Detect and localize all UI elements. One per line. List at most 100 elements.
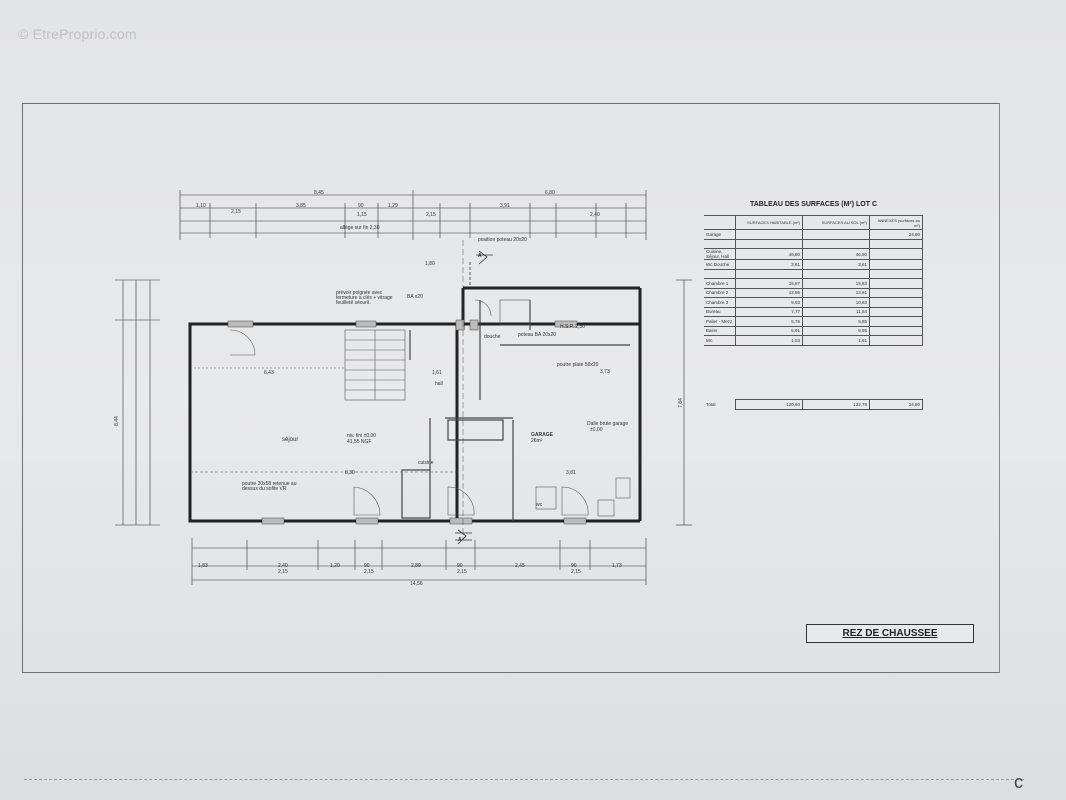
- room-hall: hall: [435, 381, 443, 387]
- surfaces-table: SURFACES HABITABLE (m²) SURFACES AU SOL …: [704, 215, 923, 346]
- row-habitable: [735, 268, 803, 279]
- room-garage-area: 26m²: [531, 438, 543, 444]
- dim-bottom-8b: 2,15: [571, 569, 581, 575]
- table-row: Garage 24,80: [704, 229, 923, 240]
- dim-e: 1,29: [388, 203, 398, 209]
- table-header-annexes: ANNEXES (surfaces au m²): [869, 215, 923, 230]
- room-garage: GARAGE: [531, 432, 553, 438]
- dim-bottom-5: 2,89: [411, 563, 421, 569]
- row-habitable: 1,53: [735, 335, 803, 346]
- total-label: Total: [706, 401, 716, 407]
- section-marker-top: A: [478, 253, 482, 259]
- room-wc: wc: [536, 502, 543, 508]
- note-niveau-ngf: 41,55 NGF: [347, 439, 372, 445]
- dim-bottom-9: 1,73: [612, 563, 622, 569]
- note-poteau-ba: poteau BA 20x20: [518, 332, 557, 338]
- dim-bottom-4b: 2,15: [364, 569, 374, 575]
- row-sol: 15,83: [802, 278, 870, 289]
- row-annexes: [869, 259, 923, 270]
- surfaces-total-table: Total 120,93 122,78 24,80: [704, 399, 923, 410]
- row-annexes: [869, 306, 923, 317]
- row-sol: 10,83: [802, 297, 870, 308]
- row-label: Wc: [704, 335, 736, 346]
- dim-bottom-2: 2,40: [278, 563, 288, 569]
- row-label: Cuisine, Séjour, Hall: [704, 248, 736, 260]
- note-dalle-garage: Dalle brute garage: [587, 421, 629, 427]
- room-sejour: séjour: [282, 437, 299, 443]
- dim-bottom-4: 90: [364, 563, 370, 569]
- row-label: Wc Douche: [704, 259, 736, 270]
- dim-g: 2,40: [590, 212, 600, 218]
- section-marker-bottom: A: [458, 537, 462, 543]
- dim-bottom-2b: 2,15: [278, 569, 288, 575]
- room-cuisine: cuisine: [418, 460, 434, 466]
- row-habitable: 3,61: [735, 259, 803, 270]
- row-label: Bains: [704, 325, 736, 336]
- row-label: [704, 238, 736, 249]
- row-habitable: 5,76: [735, 316, 803, 327]
- dim-b: 2,15: [231, 209, 241, 215]
- row-habitable: 15,87: [735, 278, 803, 289]
- sheet-title: REZ DE CHAUSSEE: [806, 624, 974, 643]
- dim-interior-2: 1,61: [432, 370, 442, 376]
- dim-interior-5: 3,81: [566, 470, 576, 476]
- row-label: Chambre 1: [704, 278, 736, 289]
- row-sol: 13,81: [802, 287, 870, 298]
- row-label: Chambre 3: [704, 297, 736, 308]
- table-title: TABLEAU DES SURFACES (M²) LOT C: [750, 201, 878, 208]
- dim-a: 1,10: [196, 203, 206, 209]
- note-ba-20: BA x20: [407, 294, 423, 300]
- row-sol: 1,61: [802, 335, 870, 346]
- note-position-poteau: position poteau 20x20: [478, 237, 527, 243]
- dim-interior-4: 8,30: [345, 470, 355, 476]
- table-header-blank: [704, 215, 736, 230]
- table-row: [704, 238, 923, 249]
- row-habitable: [735, 229, 803, 240]
- row-sol: 5,85: [802, 316, 870, 327]
- row-sol: [802, 229, 870, 240]
- row-annexes: [869, 297, 923, 308]
- row-sol: [802, 268, 870, 279]
- dim-bottom-3: 1,20: [330, 563, 340, 569]
- row-annexes: [869, 335, 923, 346]
- row-label: Garage: [704, 229, 736, 240]
- total-habitable: 120,93: [735, 399, 803, 410]
- note-poutre-plate: poutre plate 56x20: [557, 362, 599, 368]
- row-annexes: [869, 238, 923, 249]
- dim-h: 1,15: [357, 212, 367, 218]
- sheet-border: [22, 103, 1000, 673]
- dim-left-total: 8,44: [113, 416, 120, 426]
- row-annexes: 24,80: [869, 229, 923, 240]
- dim-bottom-7: 2,45: [515, 563, 525, 569]
- row-habitable: 5,91: [735, 325, 803, 336]
- total-sol: 122,78: [802, 399, 870, 410]
- note-dalle-niveau: ±0,00: [590, 427, 603, 433]
- dim-top-right: 6,80: [545, 190, 555, 196]
- dim-upper: 1,80: [425, 261, 435, 267]
- row-sol: 46,80: [802, 248, 870, 260]
- dim-bottom-total: 14,56: [410, 581, 423, 587]
- table-header-sol: SURFACES AU SOL (m²): [802, 215, 870, 230]
- row-annexes: [869, 325, 923, 336]
- row-annexes: [869, 278, 923, 289]
- note-hsp: H.S.P. 2,30: [560, 324, 585, 330]
- row-annexes: [869, 268, 923, 279]
- row-sol: [802, 238, 870, 249]
- dim-interior-1: 6,43: [264, 370, 274, 376]
- row-sol: 5,95: [802, 325, 870, 336]
- row-sol: 3,61: [802, 259, 870, 270]
- total-annexes: 24,80: [869, 399, 923, 410]
- row-annexes: [869, 248, 923, 260]
- row-habitable: 46,80: [735, 248, 803, 260]
- row-label: Chambre 2: [704, 287, 736, 298]
- dim-bottom-6b: 2,15: [457, 569, 467, 575]
- dim-d: 90: [358, 203, 364, 209]
- dim-i: 2,15: [426, 212, 436, 218]
